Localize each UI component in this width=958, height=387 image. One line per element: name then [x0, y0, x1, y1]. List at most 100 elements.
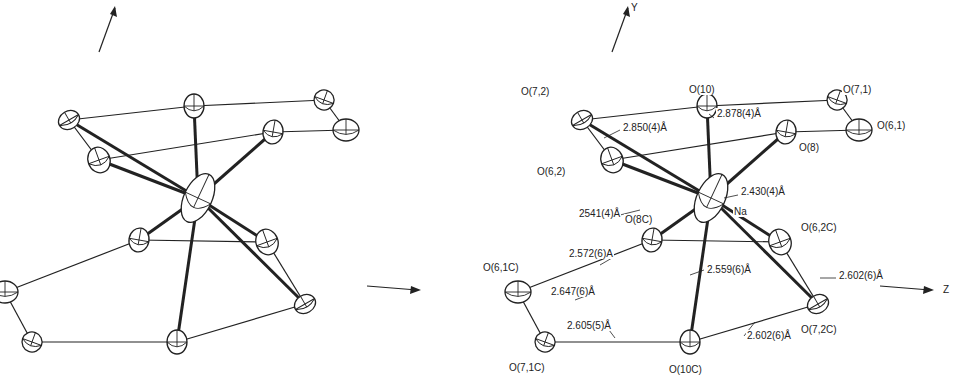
- principal-axis: [707, 174, 722, 207]
- ellipsoid-outline: [261, 118, 285, 145]
- principal-axis: [138, 228, 141, 245]
- contact-line: [545, 341, 690, 342]
- ellipsoid-outline: [167, 330, 187, 354]
- principal-section: [505, 292, 531, 296]
- principal-axis: [0, 292, 18, 293]
- ellipsoid-outline: [333, 119, 359, 141]
- ellipsoid-outline: [127, 226, 151, 253]
- thermal-ellipsoid: [846, 119, 872, 141]
- thermal-ellipsoid: [19, 329, 45, 355]
- contact-line: [32, 341, 177, 342]
- principal-section: [0, 292, 18, 296]
- thermal-ellipsoid: [167, 330, 187, 354]
- distance-label: 2.605(5)Å: [566, 320, 612, 331]
- bond-line: [99, 160, 198, 198]
- thermal-ellipsoid: [184, 94, 204, 118]
- thermal-ellipsoid: [640, 226, 664, 253]
- principal-axis: [518, 281, 519, 296]
- ellipsoid-outline: [19, 329, 45, 355]
- thermal-ellipsoid: [174, 169, 221, 228]
- thermal-ellipsoid: [765, 226, 795, 258]
- principal-section: [602, 156, 624, 168]
- bond-line: [582, 120, 711, 198]
- molecule-view: [505, 6, 934, 355]
- principal-axis: [272, 120, 275, 137]
- atom-label: O(7,2C): [800, 324, 838, 335]
- principal-section: [167, 342, 187, 347]
- molecule-view: [0, 6, 421, 355]
- atom-label: O(8C): [624, 214, 653, 225]
- principal-section: [641, 238, 662, 246]
- principal-axis: [578, 112, 584, 123]
- contact-line: [5, 240, 139, 292]
- principal-axis: [194, 94, 195, 111]
- principal-section: [694, 192, 724, 213]
- leader-line: [690, 270, 704, 275]
- ellipsoid-outline: [84, 144, 114, 176]
- principal-section: [534, 339, 554, 350]
- principal-section: [697, 106, 717, 111]
- contact-line: [707, 100, 837, 106]
- ellipsoid-outline: [252, 226, 282, 258]
- principal-section: [826, 97, 846, 108]
- atom-label: O(6,1): [876, 120, 906, 131]
- bond-line: [69, 120, 198, 198]
- principal-section: [295, 299, 316, 313]
- distance-label: 2.850(4)Å: [622, 122, 668, 133]
- distance-label: 2.602(6)Å: [746, 330, 792, 341]
- principal-section: [333, 130, 359, 134]
- principal-axis: [323, 91, 328, 104]
- ellipsoid-outline: [687, 169, 734, 228]
- ellipsoid-outline: [568, 107, 596, 134]
- ellipsoid-outline: [0, 281, 18, 303]
- principal-axis: [544, 333, 549, 346]
- principal-axis: [177, 330, 178, 347]
- ellipsoid-outline: [597, 144, 627, 176]
- atom-label: O(6,1C): [482, 262, 520, 273]
- principal-section: [680, 342, 700, 347]
- atom-label: O(6,2C): [800, 222, 838, 233]
- thermal-ellipsoid: [680, 330, 700, 354]
- contact-line: [139, 240, 267, 242]
- leader-line: [604, 130, 620, 138]
- thermal-ellipsoid: [261, 118, 285, 145]
- principal-axis: [608, 148, 614, 165]
- ellipsoid-outline: [291, 291, 319, 318]
- atom-label: O(8): [798, 142, 820, 153]
- leader-line: [709, 114, 714, 118]
- thermal-ellipsoid: [291, 291, 319, 318]
- principal-section: [313, 97, 333, 108]
- principal-axis: [814, 296, 820, 307]
- principal-section: [808, 299, 829, 313]
- thermal-ellipsoid: [84, 144, 114, 176]
- thermal-ellipsoid: [505, 281, 531, 303]
- thermal-ellipsoid: [568, 107, 596, 134]
- thermal-ellipsoid: [252, 226, 282, 258]
- principal-axis: [65, 112, 71, 123]
- bond-line: [198, 198, 305, 304]
- principal-section: [775, 130, 796, 138]
- principal-axis: [836, 91, 841, 104]
- contact-line: [69, 106, 194, 120]
- principal-section: [184, 106, 204, 111]
- contact-line: [690, 304, 818, 342]
- thermal-ellipsoid: [127, 226, 151, 253]
- ellipsoid-outline: [765, 226, 795, 258]
- principal-axis: [690, 330, 691, 347]
- arrow-head: [623, 6, 630, 17]
- ellipsoid-outline: [174, 169, 221, 228]
- axis-label: Z: [942, 284, 950, 295]
- atom-label: O(10C): [668, 364, 703, 375]
- distance-label: 2.602(6)Å: [838, 270, 884, 281]
- distance-label: 2.572(6)A: [568, 248, 614, 259]
- bond-line: [612, 160, 711, 198]
- principal-section: [257, 238, 279, 250]
- thermal-ellipsoid: [597, 144, 627, 176]
- principal-axis: [859, 119, 860, 134]
- ellipsoid-outline: [311, 87, 337, 113]
- principal-section: [89, 156, 111, 168]
- arrow-head: [410, 286, 421, 294]
- thermal-ellipsoid: [687, 169, 734, 228]
- contact-line: [582, 106, 707, 120]
- thermal-ellipsoid: [311, 87, 337, 113]
